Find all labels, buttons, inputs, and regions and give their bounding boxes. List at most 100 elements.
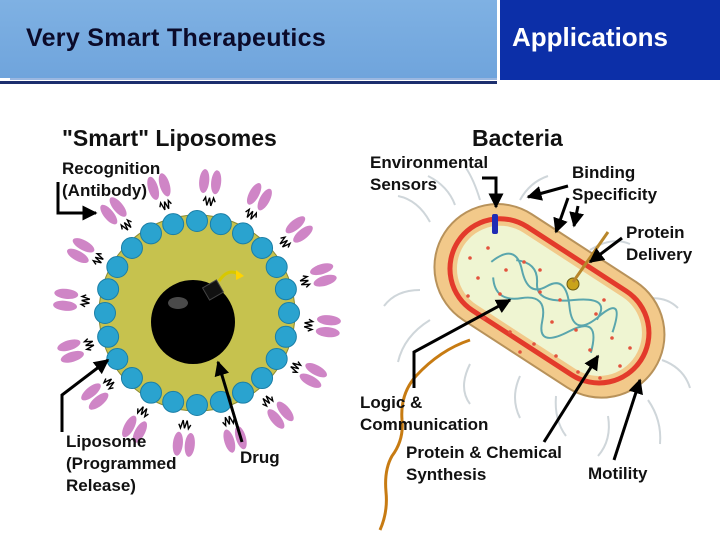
lipid-bead bbox=[97, 325, 120, 348]
lipid-bead bbox=[251, 236, 274, 259]
sensors-label-line1: Environmental bbox=[370, 153, 488, 172]
antibody-icon bbox=[315, 315, 341, 338]
recognition-arrow bbox=[56, 182, 98, 221]
release-arrow bbox=[60, 358, 110, 432]
motility-arrow bbox=[612, 378, 643, 461]
particle bbox=[498, 292, 502, 296]
particle bbox=[538, 268, 542, 272]
particle bbox=[468, 256, 472, 260]
antibody-icon bbox=[299, 362, 327, 388]
antibody-icon bbox=[122, 415, 148, 443]
bacteria-heading: Bacteria bbox=[472, 125, 563, 151]
particle bbox=[576, 370, 580, 374]
delivery-arrow bbox=[588, 236, 623, 264]
particle bbox=[476, 276, 480, 280]
lipid-bead bbox=[274, 278, 297, 301]
particle bbox=[550, 320, 554, 324]
lipid-bead bbox=[251, 367, 274, 390]
binding-arrow-1 bbox=[526, 184, 569, 201]
delivery-label-line1: Protein bbox=[626, 223, 685, 242]
linker-spring bbox=[202, 195, 216, 207]
particle bbox=[504, 268, 508, 272]
lipid-bead bbox=[274, 325, 297, 348]
antibody-ring bbox=[53, 169, 341, 457]
synthesis-label-line2: Synthesis bbox=[406, 465, 486, 484]
bacterium-illustration bbox=[378, 167, 691, 531]
particle bbox=[558, 298, 562, 302]
title-bar: Very Smart Therapeutics bbox=[0, 0, 497, 84]
release-label-line2: (Programmed bbox=[66, 454, 177, 473]
logic-arrow bbox=[412, 298, 512, 388]
lipid-bead bbox=[186, 210, 208, 232]
particle bbox=[532, 342, 536, 346]
particle bbox=[508, 330, 512, 334]
linker-spring bbox=[303, 318, 315, 332]
particle bbox=[486, 246, 490, 250]
lipid-bead bbox=[140, 381, 162, 404]
lipid-bead bbox=[94, 302, 116, 324]
antibody-icon bbox=[310, 263, 337, 287]
motility-label: Motility bbox=[588, 464, 648, 483]
cell-membrane bbox=[447, 216, 652, 386]
antibody-icon bbox=[100, 197, 127, 225]
slide-header: Very Smart Therapeutics Applications bbox=[0, 0, 720, 84]
antibody-icon bbox=[199, 169, 222, 195]
particle bbox=[610, 336, 614, 340]
slide-title: Very Smart Therapeutics bbox=[26, 24, 327, 52]
particle bbox=[628, 346, 632, 350]
lipid-bead bbox=[97, 278, 120, 301]
linker-spring bbox=[120, 218, 132, 231]
antibody-icon bbox=[81, 383, 109, 410]
binding-site bbox=[566, 277, 580, 291]
liposome-heading: "Smart" Liposomes bbox=[62, 125, 277, 151]
particle bbox=[522, 260, 526, 264]
particle bbox=[554, 354, 558, 358]
lipid-bead bbox=[186, 394, 208, 416]
antibody-icon bbox=[53, 288, 79, 311]
particle bbox=[598, 376, 602, 380]
antibody-icon bbox=[57, 339, 84, 363]
linker-spring bbox=[290, 361, 303, 374]
antibody-icon bbox=[172, 431, 195, 457]
particle bbox=[588, 348, 592, 352]
antibody-icon bbox=[147, 173, 171, 200]
sensors-arrow bbox=[482, 176, 504, 209]
particle bbox=[574, 328, 578, 332]
logic-label-line2: Communication bbox=[360, 415, 488, 434]
drug-bomb-icon bbox=[151, 270, 244, 364]
linker-spring bbox=[245, 207, 258, 220]
title-underline-light bbox=[10, 78, 497, 80]
sensors-label-line2: Sensors bbox=[370, 175, 437, 194]
cytoplasm-particles bbox=[466, 246, 632, 380]
linker-spring bbox=[82, 338, 95, 351]
release-label-line1: Liposome bbox=[66, 432, 146, 451]
flagellum bbox=[378, 338, 471, 531]
linker-spring bbox=[178, 419, 192, 431]
particle bbox=[594, 312, 598, 316]
antibody-icon bbox=[285, 216, 313, 243]
logic-label-line1: Logic & bbox=[360, 393, 422, 412]
lipid-bead bbox=[120, 367, 143, 390]
lipid-bead bbox=[209, 213, 232, 236]
recognition-label-line1: Recognition bbox=[62, 159, 160, 178]
linker-spring bbox=[262, 395, 274, 408]
linker-ring bbox=[79, 195, 315, 431]
particle bbox=[466, 294, 470, 298]
antibody-icon bbox=[246, 183, 272, 211]
synthesis-arrow bbox=[542, 354, 600, 443]
lipid-bead bbox=[232, 381, 254, 404]
linker-spring bbox=[102, 378, 115, 390]
section-title: Applications bbox=[512, 22, 669, 52]
lipid-bead bbox=[120, 236, 143, 259]
antibody-icon bbox=[267, 401, 294, 429]
binding-label-line2: Specificity bbox=[572, 185, 658, 204]
lipid-bead bbox=[265, 256, 288, 278]
binding-arrow-3 bbox=[569, 205, 585, 228]
linker-spring bbox=[159, 198, 172, 211]
particle bbox=[482, 316, 486, 320]
release-label-line3: Release) bbox=[66, 476, 136, 495]
particle bbox=[602, 298, 606, 302]
drug-label: Drug bbox=[240, 448, 280, 467]
lipid-bead bbox=[162, 213, 185, 236]
lipid-bead bbox=[106, 256, 129, 278]
